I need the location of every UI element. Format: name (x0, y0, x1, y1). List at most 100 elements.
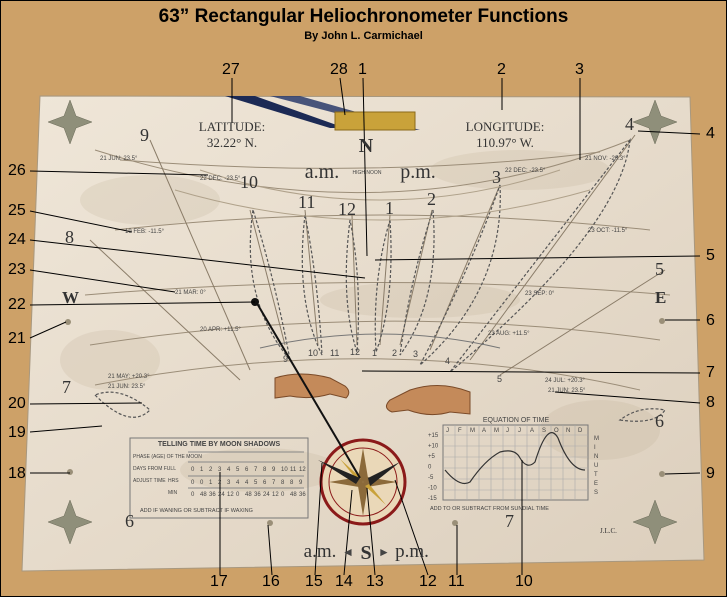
moon-day-5: 5 (236, 467, 240, 473)
corner-ornaments (47, 99, 678, 545)
eot-tick-0: +15 (428, 433, 439, 439)
hour-12: 12 (338, 199, 356, 219)
callout-1: 1 (358, 61, 367, 78)
moon-day-3: 3 (218, 467, 222, 473)
callout-11: 11 (448, 573, 465, 590)
east-letter: E (655, 288, 666, 307)
moon-min-4: 12 (227, 492, 234, 498)
eot-side-letter-2: N (594, 454, 598, 460)
moon-day-6: 6 (245, 467, 249, 473)
latitude-label: LATITUDE: (199, 119, 265, 134)
callout-23: 23 (8, 261, 26, 278)
eot-month-4: M (494, 428, 499, 434)
moon-day-10: 10 (281, 467, 288, 473)
north-letter: N (359, 135, 374, 157)
date-oct: 23 OCT: -11.5° (588, 228, 628, 234)
date-feb: 19 FEB: -11.5° (125, 229, 165, 235)
callout-leaders (29, 77, 701, 576)
callout-9: 9 (706, 465, 715, 482)
small-hour-5: 5 (497, 374, 502, 384)
date-sep: 23 SEP: 0° (525, 291, 555, 297)
right-arrow-glyph: ► (378, 545, 390, 559)
moon-hrs-7: 5 (254, 480, 258, 486)
west-letter: W (62, 288, 79, 307)
eot-tick-4: -5 (428, 475, 434, 481)
hour-3: 3 (492, 167, 501, 187)
date-jun-right: 21 JUN: 23.5° (548, 388, 586, 394)
callout-21: 21 (8, 330, 26, 347)
moon-min-12: 36 (299, 492, 306, 498)
creation-hands-artwork (274, 373, 471, 416)
callout-27: 27 (222, 61, 240, 78)
eot-month-8: S (542, 428, 546, 434)
callout-3: 3 (575, 61, 584, 78)
callout-14: 14 (335, 573, 353, 590)
moon-hrs-2: 1 (209, 480, 213, 486)
callout-28: 28 (330, 61, 348, 78)
hour-lines (89, 134, 666, 381)
eot-side-letter-0: M (594, 436, 599, 442)
signature: J.L.C. (600, 527, 617, 535)
moon-hrs-4: 3 (227, 480, 231, 486)
eot-month-10: N (566, 428, 570, 434)
moon-min-8: 24 (263, 492, 270, 498)
hour-4-top: 4 (625, 114, 634, 134)
compass-dial (319, 438, 407, 526)
eot-side-letter-1: I (594, 445, 596, 451)
small-rosettes (65, 318, 665, 526)
moon-min-1: 48 (200, 492, 207, 498)
moon-min-2: 36 (209, 492, 216, 498)
hour-5-right: 5 (655, 259, 664, 279)
date-dec-right: 22 DEC: -23.5° (505, 168, 546, 174)
moon-min-3: 24 (218, 492, 225, 498)
moon-day-11: 11 (290, 467, 297, 473)
callout-8: 8 (706, 394, 715, 411)
longitude-label: LONGITUDE: (466, 119, 545, 134)
moon-day-8: 8 (263, 467, 267, 473)
small-hour-12: 12 (350, 347, 360, 357)
moon-day-1: 1 (200, 467, 204, 473)
moon-min-10: 0 (281, 492, 285, 498)
eot-tick-3: 0 (428, 465, 432, 471)
callout-26: 26 (8, 162, 26, 179)
small-hour-3: 3 (413, 349, 418, 359)
moon-day-9: 9 (272, 467, 276, 473)
left-arrow-glyph: ◄ (342, 545, 354, 559)
callout-15: 15 (305, 573, 323, 590)
callout-17: 17 (210, 573, 228, 590)
callout-13: 13 (366, 573, 384, 590)
moon-hrs-12: 9 (299, 480, 303, 486)
small-hour-9: 9 (283, 354, 288, 364)
moon-day-7: 7 (254, 467, 258, 473)
south-letter: S (360, 542, 371, 564)
moon-min-0: 0 (191, 492, 195, 498)
callout-7: 7 (706, 364, 715, 381)
moon-hrs-label: HRS (168, 478, 179, 484)
pm-label-bottom: p.m. (395, 541, 429, 562)
date-jun-top: 21 JUN: 23.5° (100, 156, 138, 162)
gnomon-brass-plate (334, 111, 416, 131)
eot-side-letter-4: T (594, 472, 598, 478)
hour-2: 2 (427, 189, 436, 209)
eot-footer: ADD TO OR SUBTRACT FROM SUNDIAL TIME (430, 506, 549, 512)
date-nov: 21 NOV: -20.3° (585, 156, 626, 162)
moon-hrs-3: 2 (218, 480, 222, 486)
moon-min-11: 48 (290, 492, 297, 498)
diagram-title: 63” Rectangular Heliochronometer Functio… (158, 6, 569, 27)
date-aug: 23 AUG: +11.5° (488, 331, 530, 337)
moon-min-9: 12 (272, 492, 279, 498)
moon-hrs-1: 0 (200, 480, 204, 486)
callout-25: 25 (8, 202, 26, 219)
small-hour-11: 11 (330, 348, 339, 358)
latitude-value: 32.22° N. (207, 135, 257, 150)
hour-9-top: 9 (140, 125, 149, 145)
callout-6: 6 (706, 312, 715, 329)
callout-20: 20 (8, 395, 26, 412)
moon-day-4: 4 (227, 467, 231, 473)
callout-24: 24 (8, 231, 26, 248)
moon-row-days-label: DAYS FROM FULL (133, 466, 176, 472)
eot-tick-1: +10 (428, 444, 439, 450)
eot-title: EQUATION OF TIME (483, 417, 550, 424)
